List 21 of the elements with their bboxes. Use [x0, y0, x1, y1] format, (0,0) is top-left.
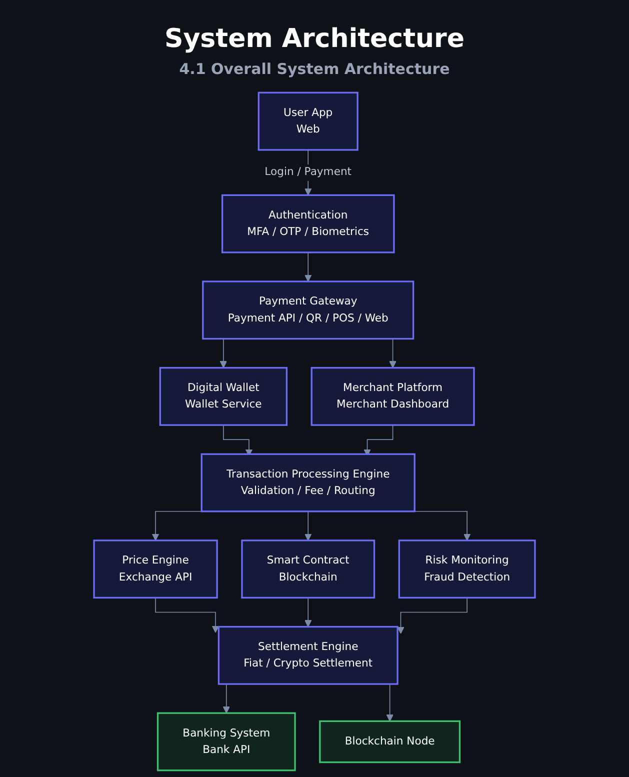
diagram-subtitle: 4.1 Overall System Architecture	[179, 60, 450, 78]
node-box: Transaction Processing Engine Validation / Fee / Routing	[200, 453, 416, 512]
node-box: Risk Monitoring Fraud Detection	[398, 540, 536, 599]
node-box: Settlement Engine Fiat / Crypto Settlement	[218, 626, 398, 685]
arrow	[304, 252, 312, 282]
node-box: Banking System Bank API	[156, 712, 296, 772]
diagram-title: System Architecture	[164, 24, 464, 54]
node-box: Smart Contract Blockchain	[241, 540, 376, 599]
node-box: User App Web	[258, 92, 358, 151]
arrow	[413, 510, 471, 541]
node-box: Blockchain Node	[319, 720, 461, 764]
arrow	[304, 510, 312, 541]
node-box: Authentication MFA / OTP / Biometrics	[221, 194, 395, 254]
node-box: Price Engine Exchange API	[93, 540, 218, 599]
node-box: Digital Wallet Wallet Service	[159, 366, 288, 426]
node-box: Merchant Platform Merchant Dashboard	[310, 366, 475, 426]
edge-label: Login / Payment	[264, 164, 352, 181]
node-box: Payment Gateway Payment API / QR / POS / Web	[202, 280, 414, 340]
arrow	[397, 597, 468, 634]
arrow	[155, 597, 220, 633]
arrow	[304, 597, 312, 628]
